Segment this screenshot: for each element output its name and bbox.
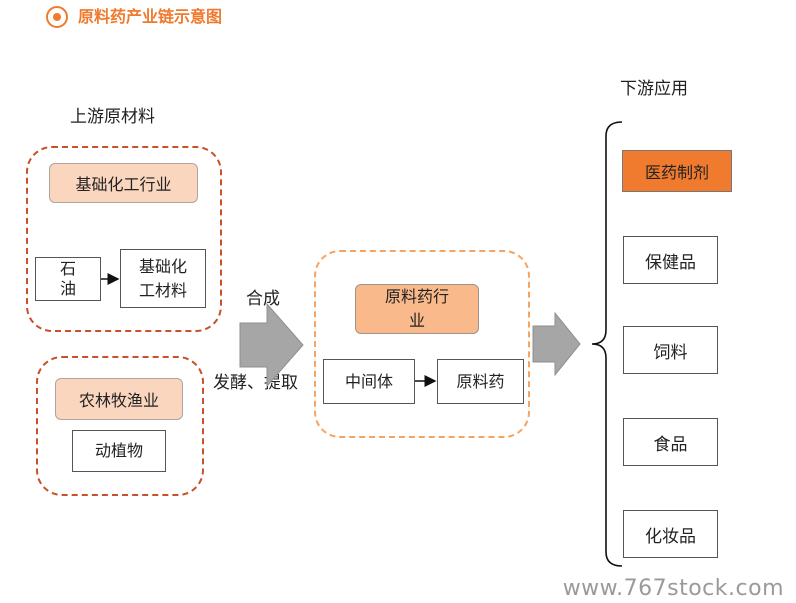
- diagram-title: 原料药产业链示意图: [78, 7, 223, 26]
- downstream-brace: [591, 121, 623, 567]
- downstream-item-health-products: 保健品: [623, 236, 718, 284]
- downstream-item-pharma-preparations: 医药制剂: [622, 150, 732, 192]
- chemical-industry-group: [26, 146, 222, 332]
- petroleum-box: 石 油: [35, 257, 101, 301]
- watermark: www.767stock.com: [562, 576, 784, 601]
- api-industry-group: [314, 250, 530, 438]
- plants-animals-box: 动植物: [72, 430, 166, 472]
- upstream-to-midstream-arrow: [239, 302, 304, 388]
- downstream-item-food: 食品: [623, 418, 718, 466]
- downstream-item-cosmetics: 化妆品: [623, 510, 718, 558]
- header-bullet-icon: [46, 6, 68, 28]
- downstream-label: 下游应用: [620, 79, 688, 99]
- intermediate-box: 中间体: [323, 359, 415, 404]
- synthesis-label: 合成: [246, 289, 280, 309]
- midstream-to-downstream-arrow: [532, 311, 581, 377]
- basic-chemical-materials-box: 基础化 工材料: [120, 249, 206, 308]
- agriculture-box: 农林牧渔业: [55, 378, 183, 420]
- api-industry-box: 原料药行 业: [355, 284, 479, 334]
- agriculture-group: [36, 356, 204, 496]
- fermentation-extraction-label: 发酵、提取: [213, 373, 298, 393]
- downstream-item-feed: 饲料: [623, 326, 718, 374]
- api-box: 原料药: [437, 359, 524, 404]
- upstream-label: 上游原材料: [70, 107, 155, 127]
- chemical-industry-box: 基础化工行业: [49, 163, 198, 203]
